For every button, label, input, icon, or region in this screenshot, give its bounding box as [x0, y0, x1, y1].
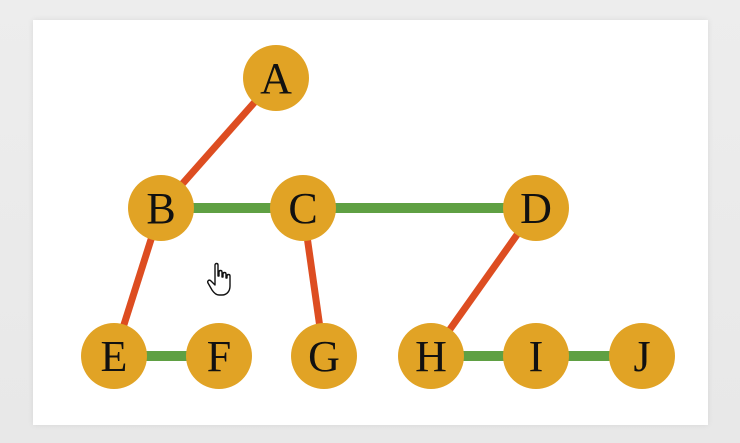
node-label: C [288, 184, 317, 233]
node-circle [503, 323, 569, 389]
node-a: A [243, 45, 309, 111]
node-circle [128, 175, 194, 241]
node-j: J [609, 323, 675, 389]
hand-pointer-icon [207, 262, 231, 296]
node-e: E [81, 323, 147, 389]
node-label: D [520, 184, 552, 233]
node-b: B [128, 175, 194, 241]
node-g: G [291, 323, 357, 389]
node-circle [398, 323, 464, 389]
node-h: H [398, 323, 464, 389]
node-circle [609, 323, 675, 389]
node-label: I [529, 332, 544, 381]
node-label: J [633, 332, 650, 381]
node-f: F [186, 323, 252, 389]
node-label: E [101, 332, 128, 381]
node-label: A [260, 54, 292, 103]
nodes-layer: A B C D E F G H I J [81, 45, 675, 389]
node-label: H [415, 332, 447, 381]
node-circle [186, 323, 252, 389]
node-label: B [146, 184, 175, 233]
node-c: C [270, 175, 336, 241]
node-circle [270, 175, 336, 241]
node-circle [291, 323, 357, 389]
node-i: I [503, 323, 569, 389]
node-circle [243, 45, 309, 111]
node-label: F [207, 332, 231, 381]
node-label: G [308, 332, 340, 381]
node-d: D [503, 175, 569, 241]
node-circle [503, 175, 569, 241]
node-circle [81, 323, 147, 389]
